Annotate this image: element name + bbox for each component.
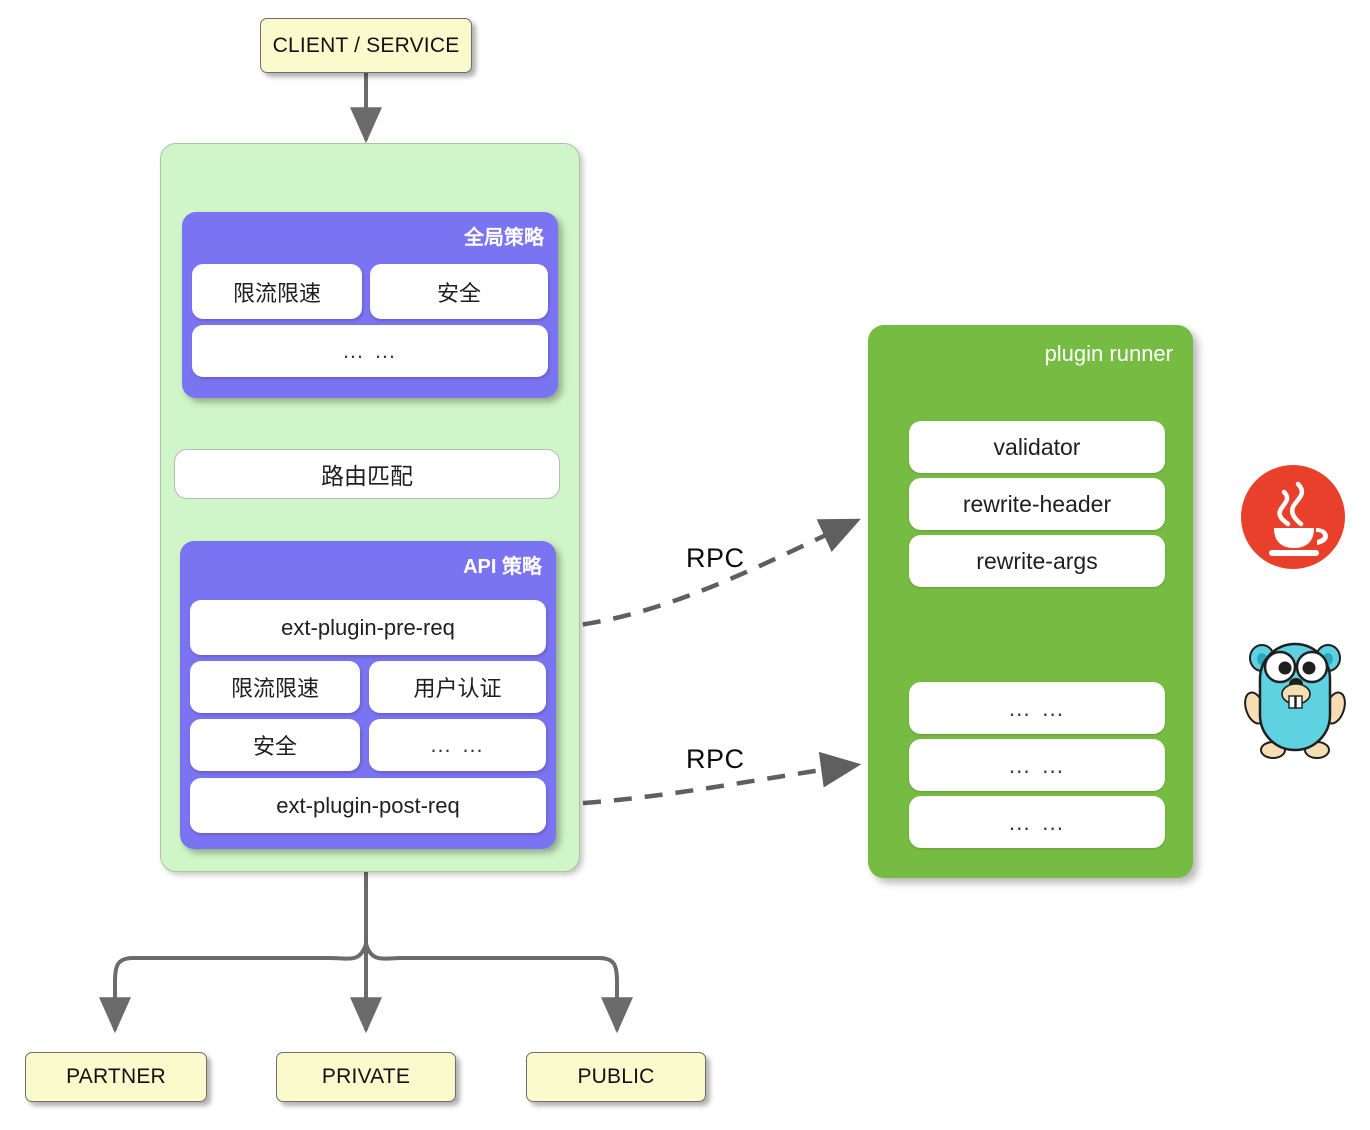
runner-chip-validator[interactable]: validator <box>909 421 1165 473</box>
client-service-box[interactable]: CLIENT / SERVICE <box>260 18 472 73</box>
edge-rpc-upper <box>551 518 861 631</box>
go-gopher-logo-icon <box>1243 636 1347 765</box>
api-policy-title: API 策略 <box>463 556 542 578</box>
runner-chip-more-2[interactable]: … … <box>909 739 1165 791</box>
global-policy-chip-more[interactable]: … … <box>192 325 548 377</box>
runner-chip-more-1[interactable]: … … <box>909 682 1165 734</box>
global-policy-chip-security[interactable]: 安全 <box>370 264 548 319</box>
api-policy-chip-more[interactable]: … … <box>369 719 546 771</box>
global-policy-title: 全局策略 <box>464 227 544 249</box>
plugin-runner-title: plugin runner <box>1044 341 1173 366</box>
edge-gateway-fanout <box>99 872 633 1034</box>
api-policy-chip-ext-plugin-pre-req[interactable]: ext-plugin-pre-req <box>190 600 546 655</box>
runner-chip-rewrite-args[interactable]: rewrite-args <box>909 535 1165 587</box>
consumer-box-private[interactable]: PRIVATE <box>276 1052 456 1102</box>
route-match-chip[interactable]: 路由匹配 <box>174 449 560 499</box>
runner-chip-rewrite-header[interactable]: rewrite-header <box>909 478 1165 530</box>
api-policy-chip-rate-limit[interactable]: 限流限速 <box>190 661 360 713</box>
rpc-label-lower: RPC <box>686 744 745 774</box>
api-policy-chip-user-auth[interactable]: 用户认证 <box>369 661 546 713</box>
consumer-box-public[interactable]: PUBLIC <box>526 1052 706 1102</box>
rpc-label-upper: RPC <box>686 543 745 573</box>
global-policy-chip-rate-limit[interactable]: 限流限速 <box>192 264 362 319</box>
api-policy-chip-security[interactable]: 安全 <box>190 719 360 771</box>
client-service-label: CLIENT / SERVICE <box>272 33 460 57</box>
consumer-box-partner[interactable]: PARTNER <box>25 1052 207 1102</box>
consumer-label-public: PUBLIC <box>577 1065 655 1088</box>
api-policy-chip-ext-plugin-post-req[interactable]: ext-plugin-post-req <box>190 778 546 833</box>
java-logo-icon <box>1238 462 1348 577</box>
runner-chip-more-3[interactable]: … … <box>909 796 1165 848</box>
consumer-label-partner: PARTNER <box>66 1065 166 1088</box>
consumer-label-private: PRIVATE <box>321 1065 411 1088</box>
